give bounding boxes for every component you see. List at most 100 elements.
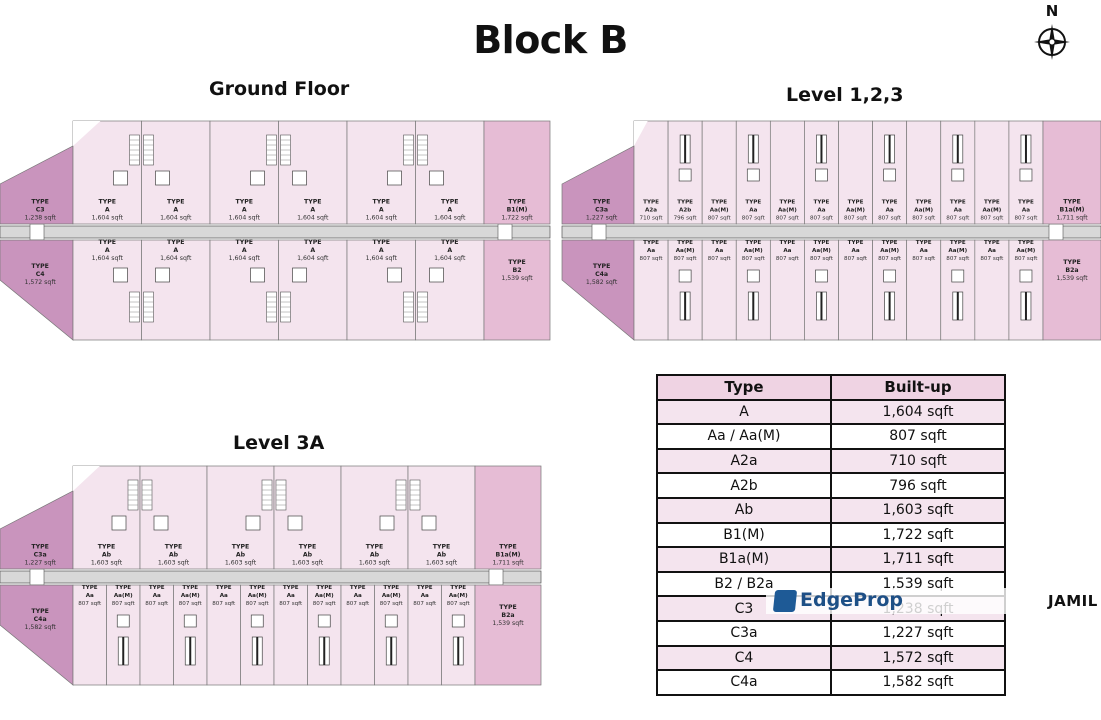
unit-type-label: TYPE (1063, 259, 1080, 266)
unit (173, 584, 208, 686)
corridor (0, 225, 551, 239)
unit-code-label: Aa(M) (449, 593, 468, 599)
unit-size-label: 1,711 sqft (1056, 215, 1088, 222)
unit-size-label: 807 sqft (912, 216, 936, 222)
shaft (451, 614, 465, 628)
unit (307, 584, 342, 686)
unit-code-label: Ab (437, 552, 447, 559)
unit-size-label: 1,711 sqft (492, 560, 524, 567)
shaft (250, 170, 265, 186)
unit-size-label: 807 sqft (1014, 216, 1038, 222)
unit-size-label: 807 sqft (246, 601, 270, 607)
table-header-row: Type Built-up (656, 374, 1006, 401)
shaft (1019, 269, 1033, 283)
shaft (287, 515, 303, 531)
unit-code-label: Aa (886, 208, 894, 214)
shaft (384, 614, 398, 628)
unit-code-label: A2b (679, 208, 691, 214)
compass: N (1034, 2, 1080, 64)
unit-size-label: 807 sqft (346, 601, 370, 607)
unit-size-label: 1,604 sqft (366, 215, 398, 222)
unit-type-label: TYPE (249, 585, 265, 591)
watermark: EdgeProp (766, 588, 1006, 614)
corridor-lift (29, 223, 45, 241)
unit (1008, 239, 1044, 341)
unit-type-label: TYPE (882, 240, 898, 246)
unit-size-label: 1,604 sqft (434, 215, 466, 222)
table-cell-built-up: 1,582 sqft (830, 669, 1006, 696)
unit-size-label: 807 sqft (708, 216, 732, 222)
unit-size-label: 1,227 sqft (586, 215, 618, 222)
unit-type-label: TYPE (499, 604, 516, 611)
unit-size-label: 807 sqft (810, 256, 834, 262)
unit-type-label: TYPE (848, 240, 864, 246)
unit-type-label: TYPE (31, 263, 48, 270)
unit-type-label: TYPE (441, 239, 458, 246)
unit-code-label: Aa(M) (676, 248, 695, 254)
unit-size-label: 807 sqft (179, 601, 203, 607)
shaft (111, 515, 127, 531)
unit-code-label: C4a (34, 616, 47, 623)
corridor-lift (488, 568, 504, 586)
unit-type-label: TYPE (711, 240, 727, 246)
unit-type-label: TYPE (1018, 200, 1034, 206)
unit-code-label: Aa (988, 248, 996, 254)
unit-size-label: 807 sqft (844, 216, 868, 222)
compass-north-label: N (1045, 2, 1059, 20)
unit-type-label: TYPE (167, 199, 184, 206)
unit-type-label: TYPE (232, 544, 249, 551)
table-cell-type: B1(M) (656, 521, 832, 549)
shaft (379, 515, 395, 531)
unit (872, 239, 908, 341)
unit-size-label: 1,582 sqft (586, 279, 618, 286)
table-header-built-up: Built-up (830, 374, 1006, 401)
unit-code-label: Aa (783, 248, 791, 254)
unit-type-label: TYPE (236, 199, 253, 206)
edgeprop-logo-icon (772, 590, 798, 612)
unit-size-label: 1,603 sqft (292, 560, 324, 567)
unit (441, 584, 476, 686)
shaft (155, 267, 170, 283)
unit-type-label: TYPE (165, 544, 182, 551)
unit-type-label: TYPE (31, 199, 48, 206)
unit (906, 239, 942, 341)
page-title: Block B (473, 18, 628, 62)
plan-title-level-1-2-3: Level 1,2,3 (786, 84, 904, 106)
plan-title-ground-floor: Ground Floor (209, 78, 350, 100)
unit-code-label: Ab (169, 552, 179, 559)
unit-size-label: 807 sqft (1014, 256, 1038, 262)
unit (701, 239, 737, 341)
unit-type-label: TYPE (433, 544, 450, 551)
unit-code-label: Aa(M) (181, 593, 200, 599)
unit-size-label: 1,539 sqft (1056, 275, 1088, 282)
unit-code-label: B2a (1065, 267, 1078, 274)
unit-code-label: Aa (647, 248, 655, 254)
unit-type-label: TYPE (417, 585, 433, 591)
unit-size-label: 807 sqft (810, 216, 834, 222)
shaft (815, 269, 828, 283)
unit-code-label: Aa (287, 593, 295, 599)
unit-type-label: TYPE (984, 200, 1000, 206)
unit-size-label: 1,604 sqft (92, 255, 124, 262)
unit-size-label: 1,604 sqft (160, 215, 192, 222)
unit-type-label: TYPE (508, 259, 525, 266)
unit-type-label: TYPE (745, 240, 761, 246)
unit-type-label: TYPE (677, 200, 693, 206)
unit-type-label: TYPE (643, 200, 659, 206)
unit-code-label: Aa(M) (382, 593, 401, 599)
shaft (183, 614, 197, 628)
corridor-lift (591, 223, 607, 241)
plan-title-level-3a: Level 3A (233, 432, 325, 454)
corridor-lift (29, 568, 45, 586)
unit-size-label: 1,603 sqft (91, 560, 123, 567)
unit-size-label: 807 sqft (878, 256, 902, 262)
unit (240, 584, 275, 686)
corridor-lift (1048, 223, 1064, 241)
unit-size-label: 807 sqft (946, 216, 970, 222)
unit-code-label: Aa(M) (948, 248, 967, 254)
unit-code-label: Aa(M) (1017, 248, 1036, 254)
unit (278, 239, 348, 341)
unit-code-label: Aa(M) (744, 248, 763, 254)
